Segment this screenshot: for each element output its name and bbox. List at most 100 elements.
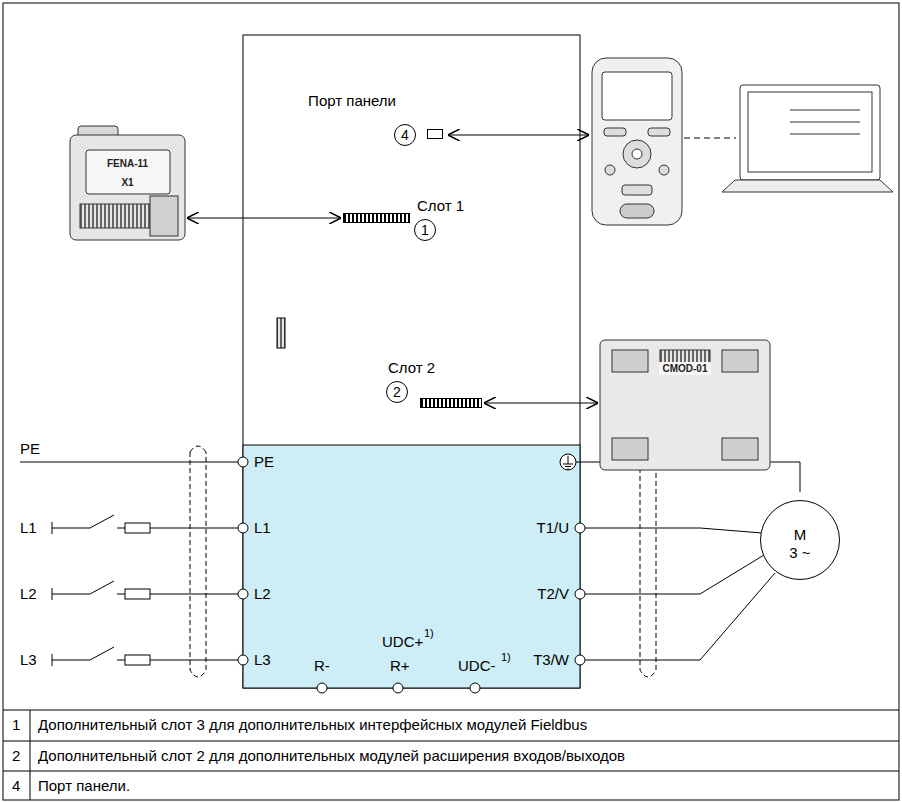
option-slot: Слот 1 bbox=[343, 213, 410, 223]
table-cell: 1 bbox=[12, 716, 20, 734]
terminal-label: L2 bbox=[254, 585, 271, 603]
mains-wiring bbox=[52, 660, 90, 661]
mains-wiring bbox=[150, 528, 238, 529]
terminal-label: UDC- bbox=[458, 657, 496, 675]
table-cell: Порт панели. bbox=[38, 777, 130, 795]
internal-connector bbox=[277, 318, 285, 348]
cable-bracket bbox=[190, 446, 206, 677]
frame bbox=[3, 3, 899, 800]
terminal-label: T2/V bbox=[537, 585, 569, 603]
node-text: 1 bbox=[421, 222, 429, 238]
node-text: 3 ~ bbox=[789, 544, 810, 562]
terminal-label: R- bbox=[314, 657, 330, 675]
node-text: X1 bbox=[118, 176, 136, 189]
terminal bbox=[317, 683, 327, 693]
terminal-label: PE bbox=[20, 440, 40, 458]
mains-wiring bbox=[52, 528, 90, 529]
cmod-module bbox=[612, 350, 648, 372]
drive-housing bbox=[243, 445, 580, 688]
motor-wiring bbox=[585, 573, 775, 660]
node-text: CMOD-01 bbox=[659, 362, 710, 375]
control-panel bbox=[620, 204, 654, 218]
terminal bbox=[238, 457, 585, 693]
terminal-label: UDC+ bbox=[382, 633, 423, 651]
laptop bbox=[722, 180, 893, 192]
frame bbox=[3, 741, 899, 742]
laptop bbox=[790, 110, 860, 111]
mains-wiring bbox=[90, 647, 114, 660]
terminal bbox=[238, 523, 248, 533]
terminal-label: L1 bbox=[254, 519, 271, 537]
node-text: M bbox=[794, 526, 807, 544]
terminal-label: L3 bbox=[254, 651, 271, 669]
control-panel bbox=[632, 149, 642, 159]
drive-housing bbox=[243, 35, 580, 688]
frame bbox=[30, 710, 31, 800]
drive-housing bbox=[243, 35, 580, 688]
table-cell: Дополнительный слот 2 для дополнительных… bbox=[38, 747, 625, 765]
terminal bbox=[238, 589, 248, 599]
cmod-module bbox=[600, 340, 770, 470]
control-panel bbox=[648, 128, 670, 136]
callout-number: 4 bbox=[394, 124, 416, 146]
terminal-label: L1 bbox=[20, 519, 37, 537]
control-panel bbox=[604, 128, 626, 136]
control-panel bbox=[659, 165, 669, 175]
mains-wiring bbox=[117, 660, 125, 661]
fena-module bbox=[70, 126, 185, 240]
io-module: CMOD-01 bbox=[600, 340, 770, 470]
mains-wiring bbox=[125, 655, 150, 665]
terminal-label: PE bbox=[254, 453, 274, 471]
frame bbox=[3, 710, 899, 711]
cmod-module bbox=[600, 340, 770, 470]
terminal-label: L3 bbox=[20, 651, 37, 669]
terminal bbox=[238, 457, 248, 467]
frame bbox=[3, 3, 899, 800]
mains-wiring bbox=[90, 581, 114, 594]
control-panel bbox=[605, 165, 615, 175]
frame bbox=[3, 771, 899, 772]
mains-wiring bbox=[52, 594, 90, 595]
node-text: 2 bbox=[393, 384, 401, 400]
panel-port-link bbox=[449, 135, 588, 136]
fena-module bbox=[86, 150, 170, 194]
fieldbus-module: FENA-11X1 bbox=[70, 135, 185, 240]
motor-wiring bbox=[585, 528, 762, 533]
fena-module bbox=[70, 135, 185, 240]
callout-number: 1 bbox=[414, 219, 436, 241]
slot-label: Слот 1 bbox=[417, 197, 464, 215]
mains-wiring bbox=[117, 528, 125, 529]
table-cell: 2 bbox=[12, 747, 20, 765]
terminal-label: 1) bbox=[424, 627, 434, 639]
panel-port-link bbox=[684, 138, 736, 139]
laptop bbox=[740, 85, 880, 180]
mains-wiring bbox=[117, 594, 125, 595]
control-panel bbox=[592, 58, 682, 225]
mains-wiring bbox=[125, 589, 150, 599]
cmod-module bbox=[722, 438, 758, 460]
mains-wiring bbox=[125, 523, 150, 533]
terminal-label: L2 bbox=[20, 585, 37, 603]
control-panel bbox=[623, 140, 651, 168]
mains-wiring bbox=[150, 660, 238, 661]
control-panel bbox=[622, 185, 652, 195]
terminal-label: T1/U bbox=[536, 519, 569, 537]
cmod-module bbox=[722, 350, 758, 372]
laptop bbox=[790, 134, 860, 135]
slot-label: Порт панели bbox=[308, 92, 396, 110]
option-slot: Слот 2 bbox=[420, 398, 482, 408]
connector-arrow bbox=[485, 403, 597, 404]
laptop bbox=[722, 85, 893, 192]
terminal-label: 1) bbox=[501, 651, 511, 663]
fena-module bbox=[150, 196, 178, 236]
cable-bracket bbox=[640, 446, 656, 677]
cable-bracket bbox=[190, 446, 656, 677]
callout-number: 2 bbox=[386, 381, 408, 403]
ground-symbol bbox=[563, 456, 573, 469]
mains-wiring bbox=[90, 515, 114, 528]
mains-wiring bbox=[150, 594, 238, 595]
cmod-module bbox=[612, 438, 648, 460]
motor-wiring bbox=[585, 555, 764, 594]
slot-label: Слот 2 bbox=[388, 359, 435, 377]
